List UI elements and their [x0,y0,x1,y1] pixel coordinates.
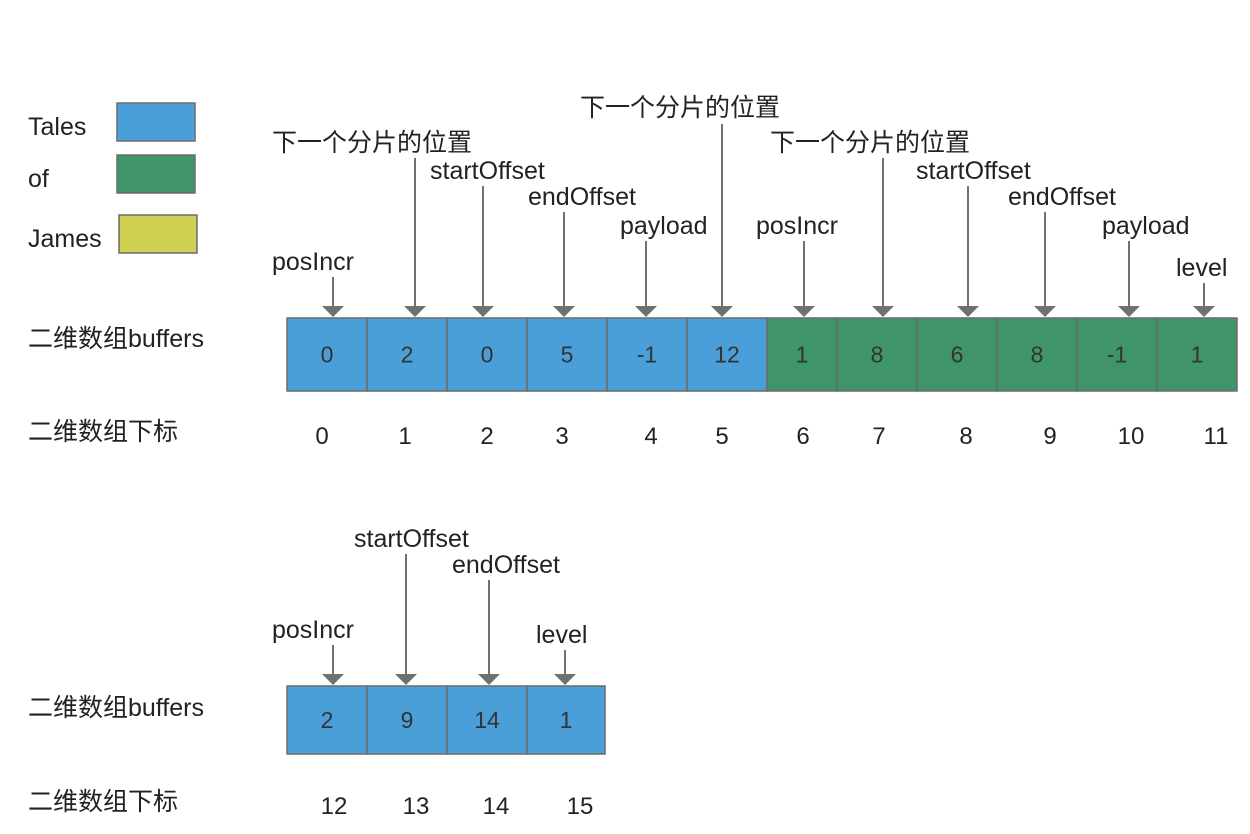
buffer-cell-value-9: 8 [1031,342,1044,368]
buffer-cell-1 [366,317,448,392]
annotation-level-row-2-3: level [536,621,587,649]
buffer-cell-value-8: 6 [951,342,964,368]
buffer-cell-value-4: -1 [637,342,657,368]
buffer-cell-5 [686,317,768,392]
legend-swatch-tales [116,102,196,142]
annotation-payload-row-1-4: payload [620,212,708,240]
pointer-arrow-head-icon-1-9 [1034,306,1056,317]
buffer-cell-value-7: 8 [871,342,884,368]
buffer-cell-value-6: 1 [796,342,809,368]
pointer-arrow-head-icon-1-11 [1193,306,1215,317]
annotation-startoffset-row-1-2: startOffset [430,157,545,185]
pointer-arrow-head-icon-1-6 [793,306,815,317]
array-index-11: 11 [1204,423,1229,450]
pointer-arrow-head-icon-1-8 [957,306,979,317]
buffer-cell-value-0: 0 [321,342,334,368]
buffer-cell-value-10: -1 [1107,342,1127,368]
annotation-next-shard-position-row-1-1: 下一个分片的位置 [272,129,472,157]
pointer-arrow-head-icon-1-3 [553,306,575,317]
array-index-5: 5 [715,423,728,450]
buffer-cell-12 [286,685,368,755]
pointer-arrow-head-icon-1-1 [404,306,426,317]
array-index-4: 4 [644,423,657,450]
buffer-cell-value-14: 14 [474,707,500,733]
pointer-arrow-head-icon-1-0 [322,306,344,317]
buffer-cell-value-13: 9 [401,707,414,733]
buffer-cell-7 [836,317,918,392]
pointer-arrow-head-icon-2-1 [395,674,417,685]
array-index-1: 1 [398,423,411,450]
buffer-cell-value-3: 5 [561,342,574,368]
pointer-arrow-head-icon-1-2 [472,306,494,317]
buffer-cell-14 [446,685,528,755]
buffer-cell-9 [996,317,1078,392]
legend-label-tales: Tales [28,113,86,141]
pointer-arrow-head-icon-1-7 [872,306,894,317]
array-index-9: 9 [1043,423,1056,450]
annotation-endoffset-row-1-9: endOffset [1008,183,1116,211]
array-index-7: 7 [872,423,885,450]
annotation-next-shard-position-row-1-7: 下一个分片的位置 [770,129,970,157]
buffer-cell-15 [526,685,606,755]
buffer-cell-value-2: 0 [481,342,494,368]
pointer-arrow-head-icon-2-3 [554,674,576,685]
pointer-arrow-head-icon-1-10 [1118,306,1140,317]
annotation-level-row-1-11: level [1176,254,1227,282]
index-label-row-1: 二维数组下标 [28,418,178,446]
buffer-cell-value-1: 2 [401,342,414,368]
annotation-startoffset-row-2-1: startOffset [354,525,469,553]
buffer-cell-value-15: 1 [560,707,573,733]
array-index-8: 8 [959,423,972,450]
pointer-arrow-head-icon-2-2 [478,674,500,685]
buffers-label-row-2: 二维数组buffers [28,694,204,722]
pointer-arrow-head-icon-1-5 [711,306,733,317]
annotation-startoffset-row-1-8: startOffset [916,157,1031,185]
legend-swatch-james [118,214,198,254]
buffer-cell-11 [1156,317,1238,392]
array-index-2: 2 [480,423,493,450]
annotation-next-shard-position-row-1-5: 下一个分片的位置 [580,94,780,122]
annotation-posincr-row-1-0: posIncr [272,248,354,276]
annotation-payload-row-1-10: payload [1102,212,1190,240]
array-index-3: 3 [555,423,568,450]
index-label-row-2: 二维数组下标 [28,788,178,816]
buffer-cell-6 [766,317,838,392]
annotation-posincr-row-2-0: posIncr [272,616,354,644]
buffer-cell-8 [916,317,998,392]
buffer-cell-4 [606,317,688,392]
array-index-15: 15 [567,793,594,820]
array-index-12: 12 [321,793,348,820]
buffers-label-row-1: 二维数组buffers [28,325,204,353]
pointer-arrow-head-icon-1-4 [635,306,657,317]
annotation-endoffset-row-1-3: endOffset [528,183,636,211]
pointer-arrow-head-icon-2-0 [322,674,344,685]
legend-swatch-of [116,154,196,194]
buffer-cell-13 [366,685,448,755]
array-index-14: 14 [483,793,510,820]
array-index-6: 6 [796,423,809,450]
array-index-0: 0 [315,423,328,450]
buffer-cell-value-11: 1 [1191,342,1204,368]
array-index-13: 13 [403,793,430,820]
buffer-cell-value-5: 12 [714,342,740,368]
legend-label-james: James [28,225,102,253]
array-index-10: 10 [1118,423,1145,450]
annotation-posincr-row-1-6: posIncr [756,212,838,240]
buffer-cell-2 [446,317,528,392]
buffer-cell-value-12: 2 [321,707,334,733]
buffer-cell-0 [286,317,368,392]
legend-label-of: of [28,165,49,193]
annotation-endoffset-row-2-2: endOffset [452,551,560,579]
